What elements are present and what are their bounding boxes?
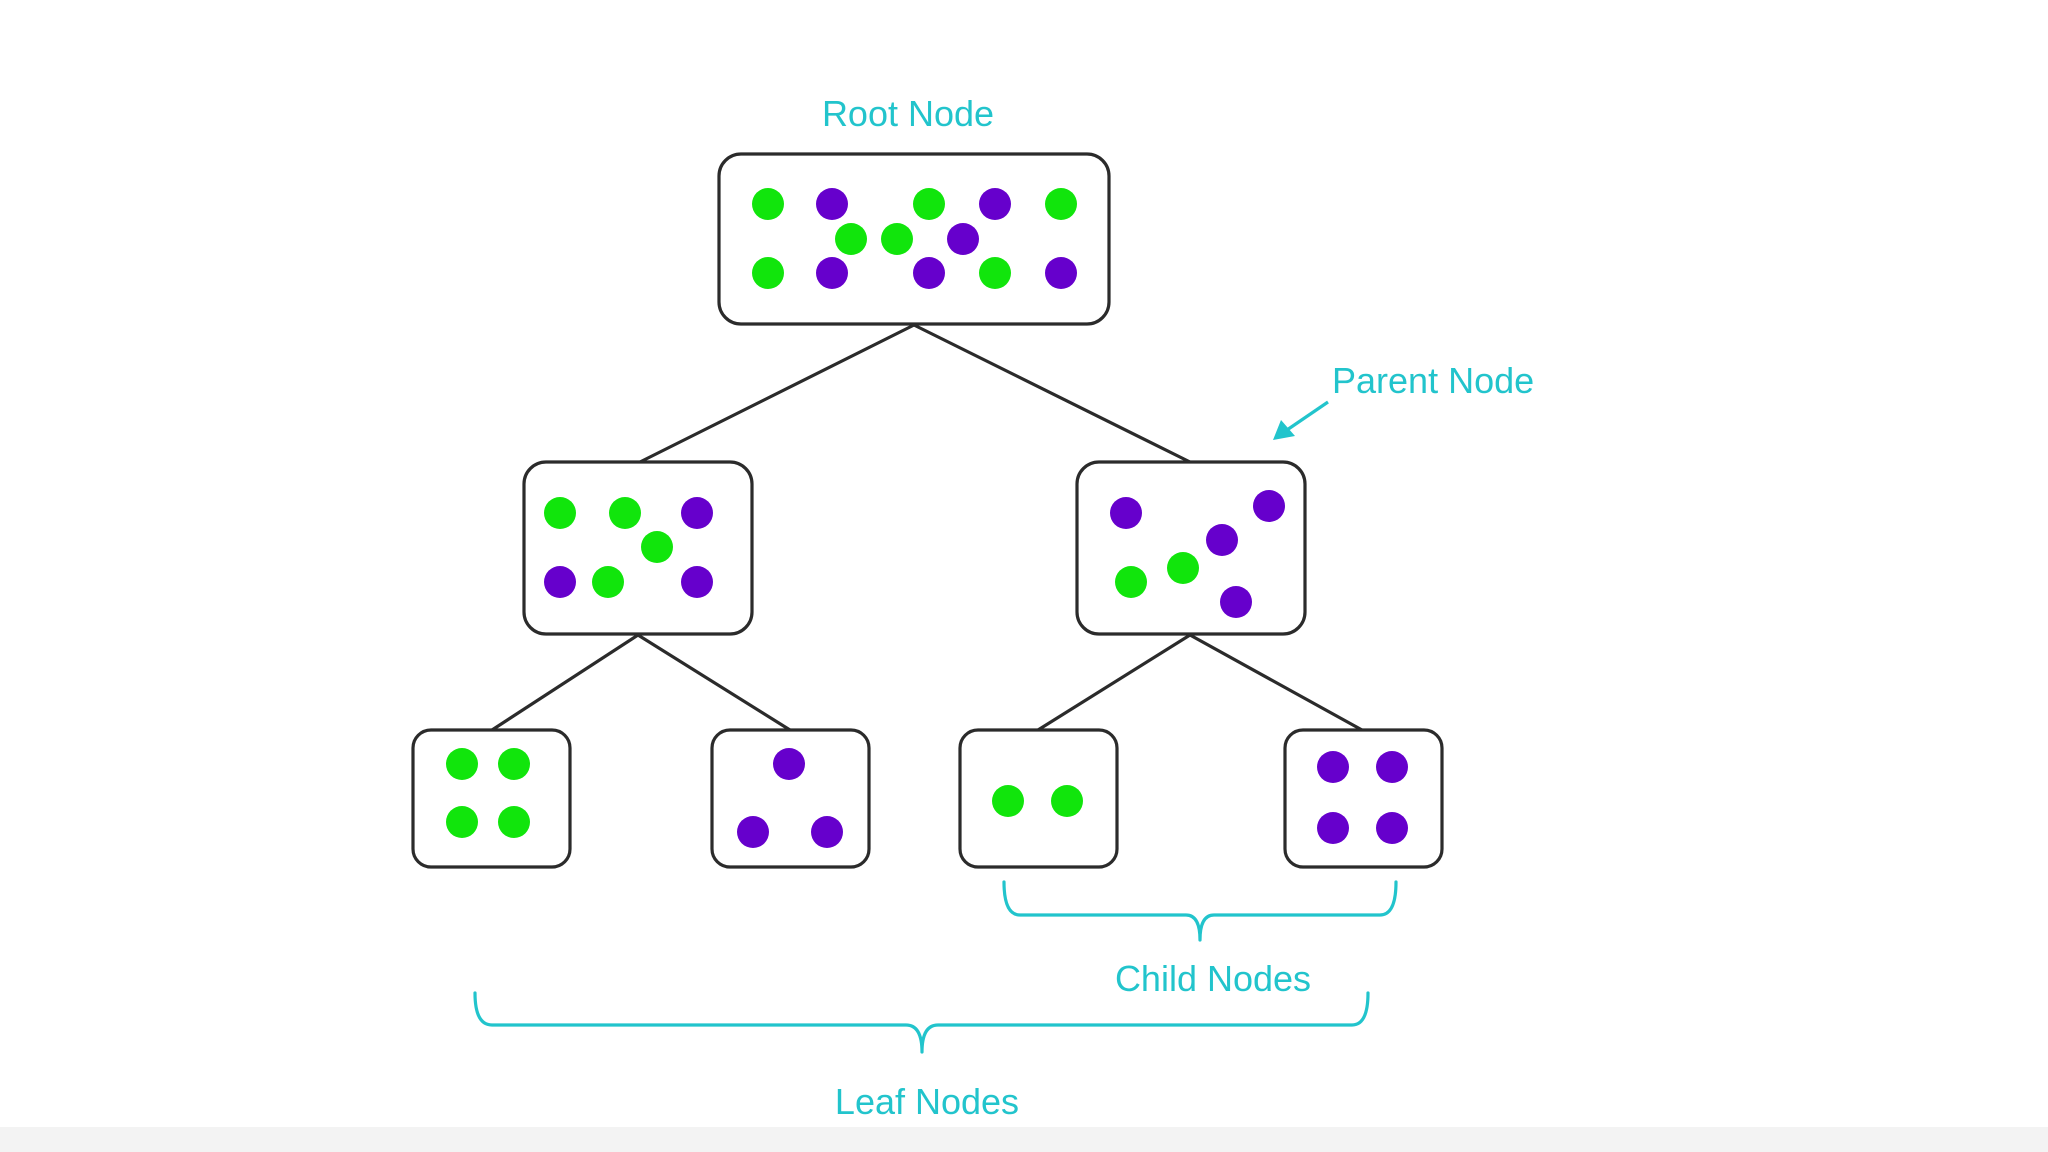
tree-edges: [491, 323, 1363, 732]
purple-sample-dot: [816, 257, 848, 289]
purple-sample-dot: [1110, 497, 1142, 529]
purple-sample-dot: [1045, 257, 1077, 289]
right-parent-node: [1075, 460, 1307, 636]
purple-sample-dot: [979, 188, 1011, 220]
purple-sample-dot: [1317, 751, 1349, 783]
edge-left-leaf2: [637, 633, 791, 732]
leaf-1-dots: [446, 748, 530, 838]
green-sample-dot: [544, 497, 576, 529]
purple-sample-dot: [947, 223, 979, 255]
purple-sample-dot: [1376, 812, 1408, 844]
purple-sample-dot: [1253, 490, 1285, 522]
leaf-node-2: [710, 728, 871, 869]
green-sample-dot: [1167, 552, 1199, 584]
purple-sample-dot: [1220, 586, 1252, 618]
green-sample-dot: [881, 223, 913, 255]
leaf-nodes-label: Leaf Nodes: [835, 1081, 1019, 1122]
root-node-box: [717, 152, 1111, 326]
green-sample-dot: [592, 566, 624, 598]
leaf-node-1: [411, 728, 572, 869]
root-node-label: Root Node: [822, 93, 994, 134]
purple-sample-dot: [544, 566, 576, 598]
bottom-strip: [0, 1127, 2048, 1152]
green-sample-dot: [498, 748, 530, 780]
leaf-4-box: [1283, 728, 1444, 869]
root-node: [717, 152, 1111, 326]
edge-root-left: [639, 323, 915, 464]
leaf-3-box: [958, 728, 1119, 869]
green-sample-dot: [446, 748, 478, 780]
green-sample-dot: [752, 188, 784, 220]
edge-root-right: [913, 323, 1191, 464]
purple-sample-dot: [681, 497, 713, 529]
green-sample-dot: [752, 257, 784, 289]
child-nodes-label: Child Nodes: [1115, 958, 1311, 999]
purple-sample-dot: [1317, 812, 1349, 844]
green-sample-dot: [498, 806, 530, 838]
root-node-dots: [752, 188, 1077, 289]
edge-right-leaf3: [1037, 633, 1191, 732]
right-parent-dots: [1110, 490, 1285, 618]
right-parent-box: [1075, 460, 1307, 636]
leaf-2-dots: [737, 748, 843, 848]
leaf-4-dots: [1317, 751, 1408, 844]
green-sample-dot: [992, 785, 1024, 817]
purple-sample-dot: [773, 748, 805, 780]
purple-sample-dot: [737, 816, 769, 848]
green-sample-dot: [641, 531, 673, 563]
parent-node-label: Parent Node: [1332, 360, 1534, 401]
left-parent-node: [522, 460, 754, 636]
green-sample-dot: [1115, 566, 1147, 598]
leaf-node-3: [958, 728, 1119, 869]
purple-sample-dot: [1206, 524, 1238, 556]
purple-sample-dot: [1376, 751, 1408, 783]
green-sample-dot: [609, 497, 641, 529]
green-sample-dot: [913, 188, 945, 220]
purple-sample-dot: [913, 257, 945, 289]
green-sample-dot: [1051, 785, 1083, 817]
parent-node-arrow-icon: [1273, 400, 1329, 440]
purple-sample-dot: [681, 566, 713, 598]
left-parent-box: [522, 460, 754, 636]
leaf-nodes-brace: [473, 991, 1370, 1054]
child-nodes-brace: [1002, 880, 1398, 942]
purple-sample-dot: [811, 816, 843, 848]
leaf-3-dots: [992, 785, 1083, 817]
green-sample-dot: [835, 223, 867, 255]
leaf-1-box: [411, 728, 572, 869]
green-sample-dot: [446, 806, 478, 838]
purple-sample-dot: [816, 188, 848, 220]
edge-left-leaf1: [491, 633, 639, 732]
edge-right-leaf4: [1189, 633, 1363, 732]
green-sample-dot: [1045, 188, 1077, 220]
leaf-node-4: [1283, 728, 1444, 869]
left-parent-dots: [544, 497, 713, 598]
green-sample-dot: [979, 257, 1011, 289]
